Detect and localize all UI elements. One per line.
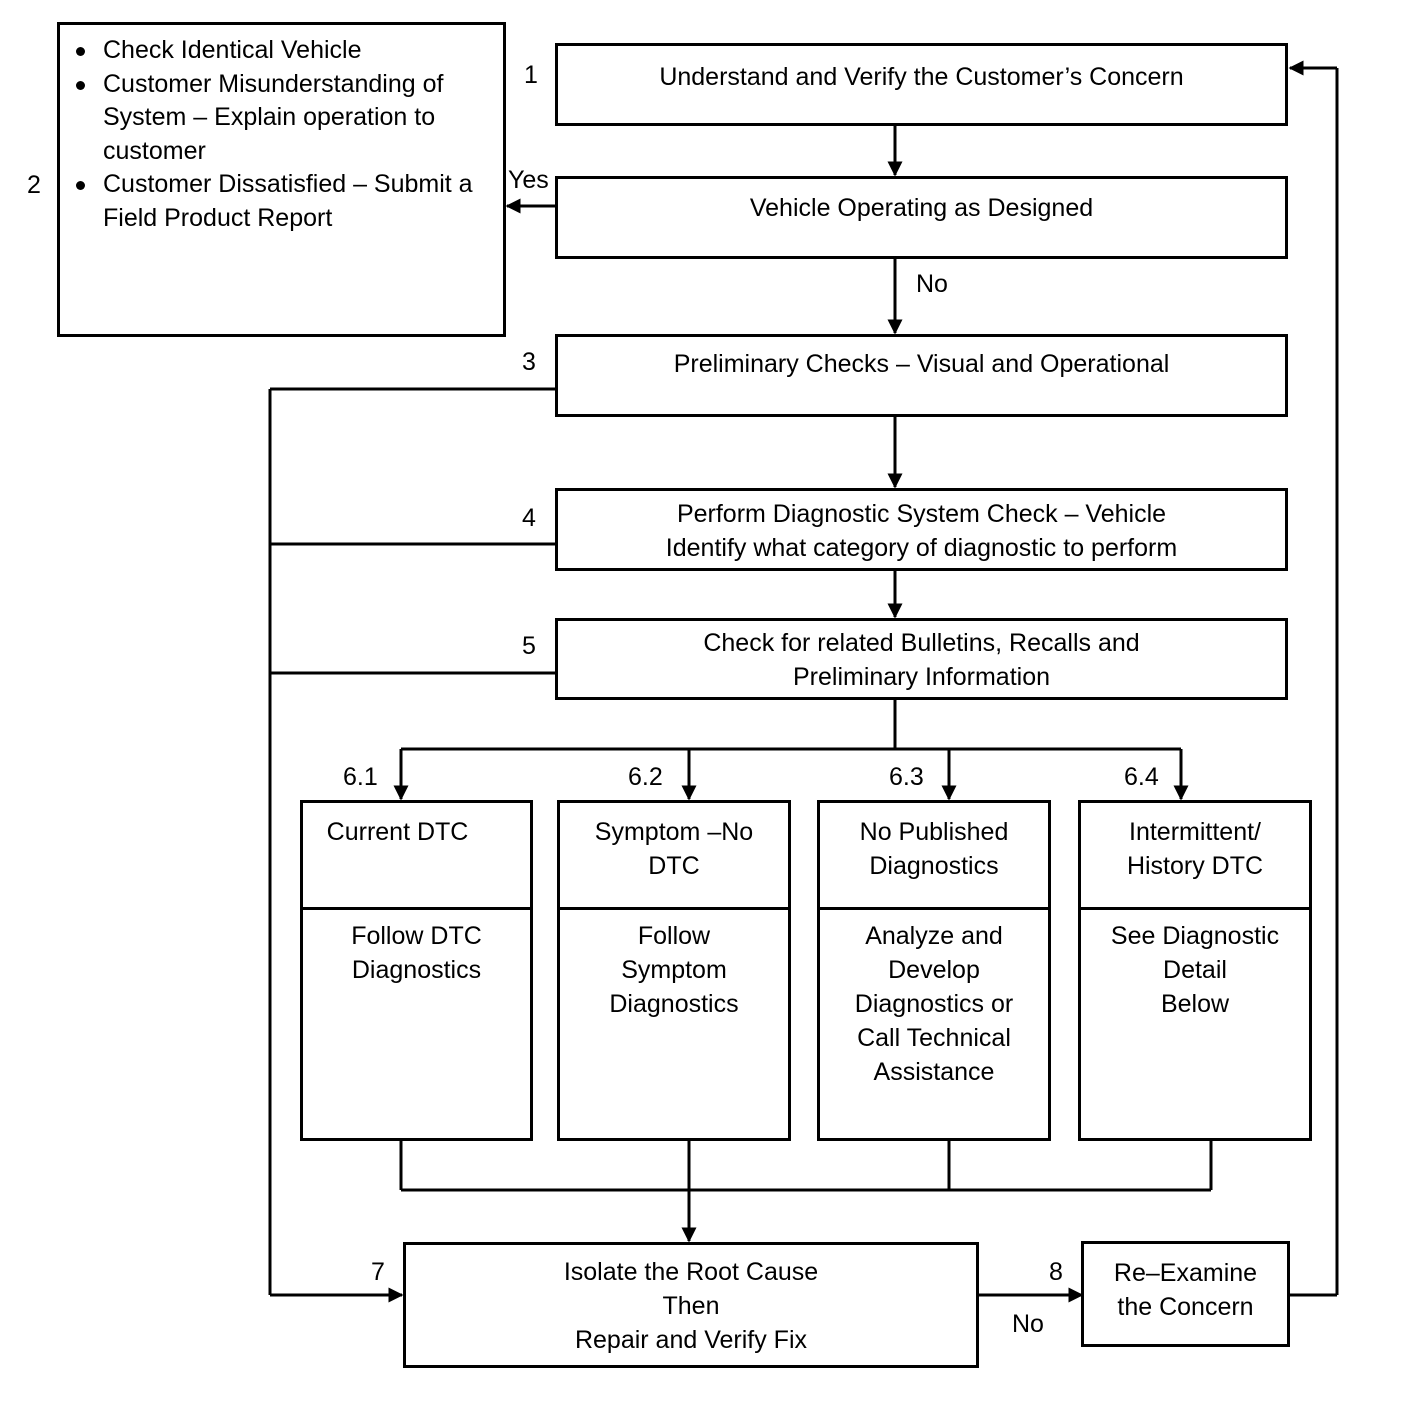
step-2-number: 2 [27,171,41,199]
step-5-text: Check for related Bulletins, Recalls and… [703,629,1140,691]
step-6-1-title: Current DTC [326,818,469,846]
step-2-box [57,22,506,337]
step-6-4-number: 6.4 [1124,763,1159,791]
step-4-box: Perform Diagnostic System Check – Vehicl… [555,488,1288,571]
step-2-list: Check Identical Vehicle Customer Misunde… [60,34,503,235]
step-6-3-body: Analyze and Develop Diagnostics or Call … [854,922,1014,1086]
step-8-text: Re–Examine the Concern [1113,1259,1258,1321]
step-6-4-title: Intermittent/ History DTC [1126,818,1264,880]
step-7-number: 7 [371,1258,385,1286]
decision-text: Vehicle Operating as Designed [749,194,1094,222]
step-7-text: Isolate the Root Cause Then Repair and V… [563,1258,819,1354]
step-6-4-body: See Diagnostic Detail Below [1110,922,1280,1018]
step-1-number: 1 [524,61,538,89]
step-6-1-body: Follow DTC Diagnostics [351,922,482,984]
no-label-step-7: No [1012,1310,1044,1338]
step-6-1-box: Current DTC Follow DTC Diagnostics [300,800,533,1141]
step-6-1-divider [303,907,530,910]
step-6-3-title: No Published Diagnostics [859,818,1009,880]
step-6-4-box: Intermittent/ History DTC See Diagnostic… [1078,800,1312,1141]
step-4-number: 4 [522,504,536,532]
step-6-1-number: 6.1 [343,763,378,791]
decision-box: Vehicle Operating as Designed [555,176,1288,259]
step-6-2-body: Follow Symptom Diagnostics [609,922,739,1018]
step-6-2-title: Symptom –No DTC [594,818,754,880]
step-7-box: Isolate the Root Cause Then Repair and V… [403,1242,979,1368]
step-6-2-box: Symptom –No DTC Follow Symptom Diagnosti… [557,800,791,1141]
step-6-3-number: 6.3 [889,763,924,791]
step-5-box: Check for related Bulletins, Recalls and… [555,618,1288,700]
step-2-bullet: Customer Dissatisfied – Submit a Field P… [76,168,503,235]
step-8-number: 8 [1049,1258,1063,1286]
step-2-bullet: Customer Misunderstanding of System – Ex… [76,68,503,169]
step-3-box: Preliminary Checks – Visual and Operatio… [555,334,1288,417]
step-6-2-divider [560,907,788,910]
step-1-text: Understand and Verify the Customer’s Con… [659,63,1184,91]
step-4-text: Perform Diagnostic System Check – Vehicl… [665,500,1178,562]
step-2-bullet: Check Identical Vehicle [76,34,503,68]
step-5-number: 5 [522,632,536,660]
step-6-4-divider [1081,907,1309,910]
step-6-3-box: No Published Diagnostics Analyze and Dev… [817,800,1051,1141]
step-3-text: Preliminary Checks – Visual and Operatio… [673,350,1170,378]
yes-label: Yes [508,166,549,194]
step-8-box: Re–Examine the Concern [1081,1241,1290,1347]
step-1-box: Understand and Verify the Customer’s Con… [555,43,1288,126]
step-6-3-divider [820,907,1048,910]
step-6-2-number: 6.2 [628,763,663,791]
no-label-decision: No [916,270,948,298]
step-3-number: 3 [522,348,536,376]
